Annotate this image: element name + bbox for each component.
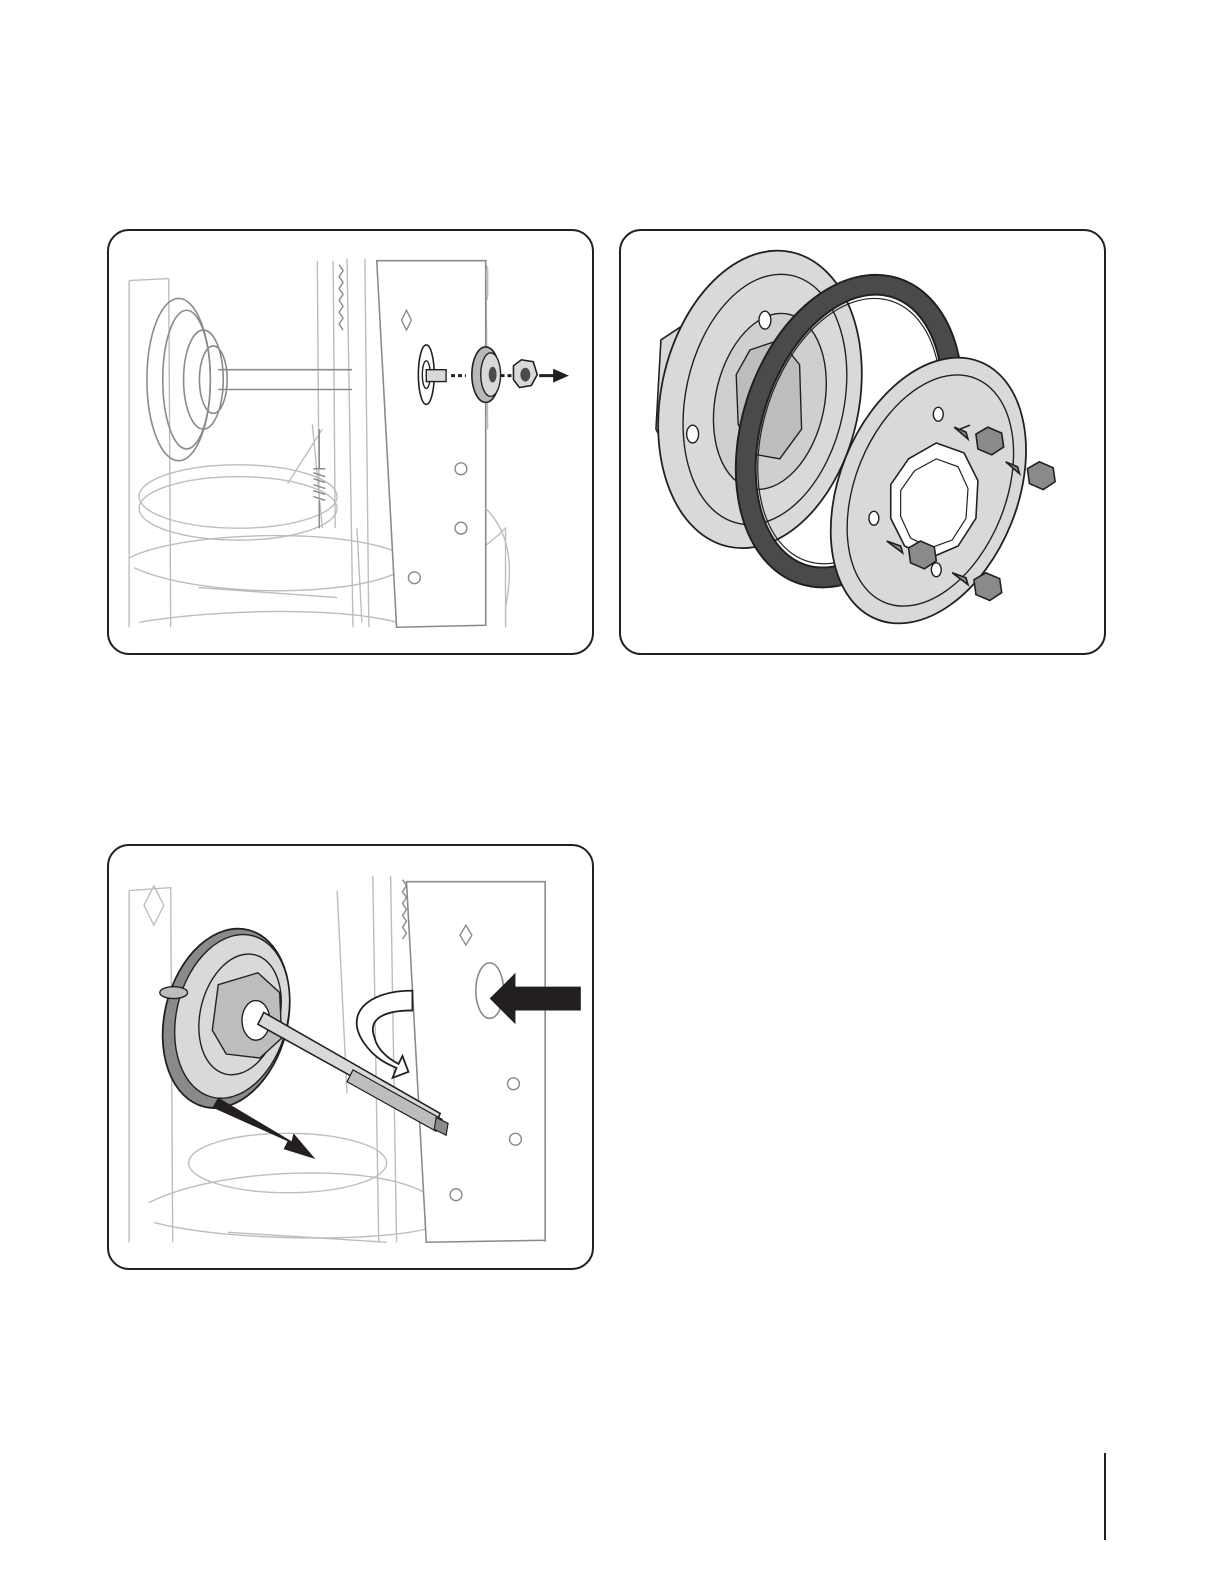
figure-2-illustration xyxy=(621,231,1104,653)
figure-3-hex-shaft-removal xyxy=(107,844,594,1270)
bearing-icon xyxy=(472,347,501,402)
removal-arrow-icon xyxy=(539,369,569,383)
rotate-arrow-icon xyxy=(357,991,413,1078)
pull-arrow-icon xyxy=(212,1098,315,1159)
shaft-end-icon xyxy=(426,370,446,382)
figure-2-friction-wheel-exploded xyxy=(619,229,1106,655)
page-margin-rule xyxy=(1104,1453,1106,1540)
frame-side-panel xyxy=(339,261,509,628)
figure-1-illustration xyxy=(109,231,592,653)
figure-3-illustration xyxy=(109,846,592,1268)
friction-wheel-background xyxy=(147,298,352,460)
hex-nut-icon xyxy=(513,360,537,388)
figure-1-bearing-removal xyxy=(107,229,594,655)
frame-side-panel xyxy=(403,880,546,1243)
friction-wheel-icon xyxy=(145,915,308,1122)
